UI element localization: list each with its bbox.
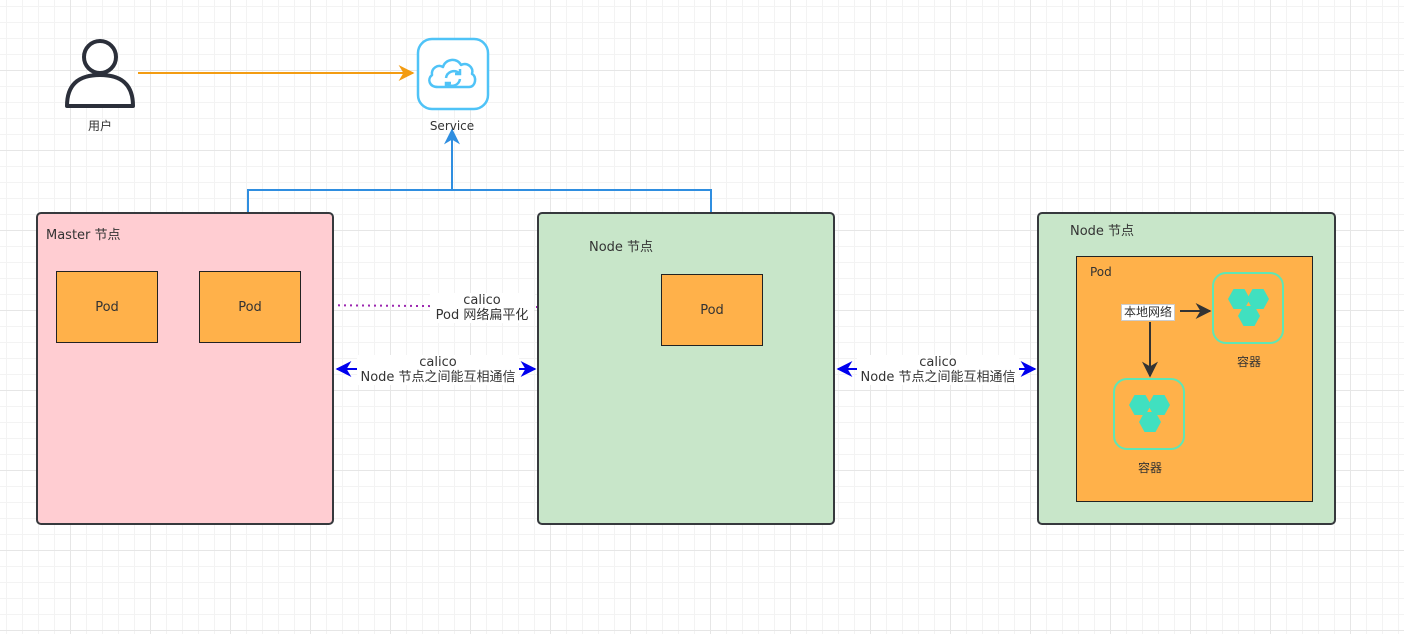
local-network-connectors [1142,303,1212,378]
hexagon-icon [1129,395,1151,415]
node-1-title: Node 节点 [589,240,654,255]
master-node-title: Master 节点 [46,228,121,243]
node-2-pod-title: Pod [1090,265,1112,279]
node-1[interactable]: Node 节点 Pod [537,212,835,525]
hexagon-icon [1238,306,1260,326]
node1-node2-link-label: calico Node 节点之间能互相通信 [857,355,1019,385]
master-node1-link-label-line2: Node 节点之间能互相通信 [360,370,516,385]
hexagon-icon [1228,289,1250,309]
user-icon[interactable] [64,37,136,109]
user-label: 用户 [87,119,112,133]
hexagon-icon [1148,395,1170,415]
master-pod-1[interactable]: Pod [56,271,158,343]
master-node1-link-label: calico Node 节点之间能互相通信 [357,355,519,385]
node-2-pod[interactable]: Pod [1076,256,1313,502]
hexagon-icon [1139,412,1161,432]
node-2[interactable]: Node 节点 Pod [1037,212,1336,525]
master-node1-link-label-line1: calico [419,355,457,370]
pod-flat-network-label: calico Pod 网络扁平化 [430,293,534,323]
master-node[interactable]: Master 节点 Pod Pod [36,212,334,525]
node1-node2-link-label-line1: calico [919,355,957,370]
pod-flat-network-label-line1: calico [463,293,501,308]
local-network-label: 本地网络 [1121,304,1176,321]
container-bottom-icon[interactable] [1113,378,1185,450]
container-top-label: 容器 [1236,355,1261,369]
master-pod-2[interactable]: Pod [199,271,301,343]
node-2-title: Node 节点 [1070,224,1135,239]
hexagon-icon [1247,289,1269,309]
node1-node2-link-label-line2: Node 节点之间能互相通信 [860,370,1016,385]
cloud-sync-icon[interactable] [416,37,490,111]
service-label: Service [429,119,475,133]
node-1-pod[interactable]: Pod [661,274,763,346]
pod-flat-network-label-line2: Pod 网络扁平化 [435,308,529,323]
container-bottom-label: 容器 [1137,461,1162,475]
container-top-icon[interactable] [1212,272,1284,344]
